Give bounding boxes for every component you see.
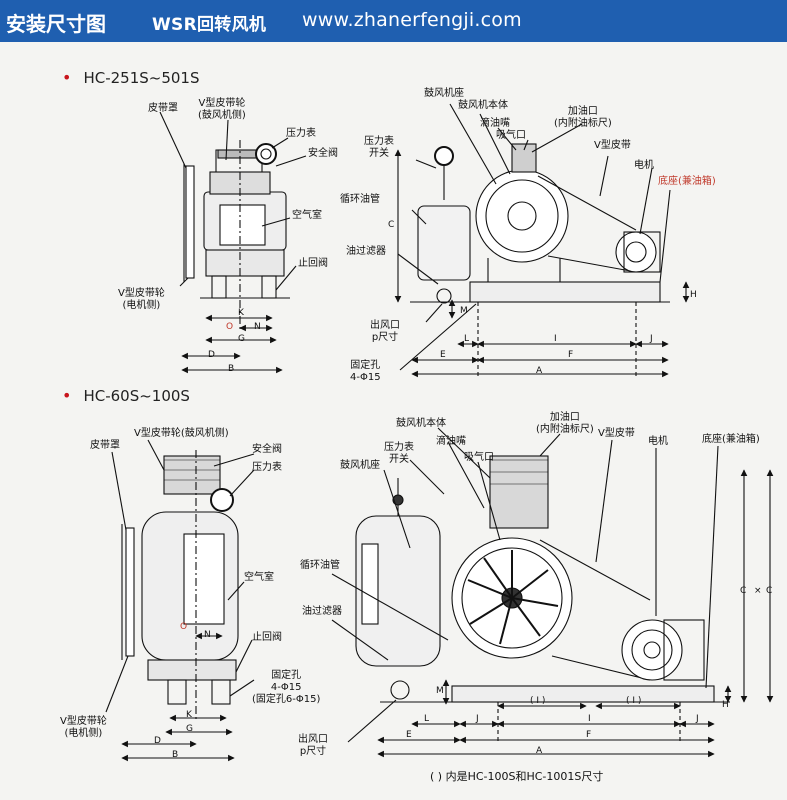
s2-dim-h: H (722, 700, 729, 710)
s1-front-view (394, 103, 690, 378)
s1-oil-drip-label: 滴油嘴 (480, 118, 510, 129)
s1-dim-j: J (650, 334, 653, 344)
s1-v-pulley-blower-label: V型皮带轮 (鼓风机侧) (198, 98, 246, 121)
page-title: 安装尺寸图 (6, 12, 106, 36)
s2-base-tank-label: 底座(兼油箱) (702, 434, 760, 445)
s2-dim-k: K (186, 710, 192, 720)
s1-dim-i: I (554, 334, 557, 344)
website-link[interactable]: www.zhanerfengji.com (302, 9, 522, 31)
s2-fix-holes-label: 固定孔 4-Φ15 (固定孔6-Φ15) (252, 670, 321, 705)
s1-dim-h: H (690, 290, 697, 300)
section1-title: • HC-251S~501S (62, 68, 199, 87)
s2-pressure-gauge-label: 压力表 (252, 462, 282, 473)
s1-air-chamber-label: 空气室 (292, 210, 322, 221)
s2-dim-g: G (186, 724, 193, 734)
s1-dim-f: F (568, 350, 574, 360)
s2-motor-label: 电机 (648, 436, 668, 447)
s1-belt-cover-label: 皮带罩 (148, 103, 178, 114)
s2-safety-valve-label: 安全阀 (252, 444, 282, 455)
bullet-icon: • (62, 68, 72, 87)
s1-check-valve-label: 止回阀 (298, 258, 328, 269)
s1-base-tank-label: 底座(兼油箱) (658, 176, 716, 187)
section2-title-text: HC-60S~100S (83, 387, 190, 405)
s1-safety-valve-label: 安全阀 (308, 148, 338, 159)
s2-blower-body-label: 鼓风机本体 (396, 418, 446, 429)
s2-check-valve-label: 止回阀 (252, 632, 282, 643)
s1-dim-m: M (460, 306, 468, 316)
s2-blower-base-label: 鼓风机座 (340, 460, 380, 471)
s1-dim-e: E (440, 350, 446, 360)
s1-side-view (159, 111, 307, 374)
s2-dim-d: D (154, 736, 161, 746)
s2-dim-n: N (204, 630, 211, 640)
brand-name: WSR回转风机 (152, 15, 267, 35)
s1-motor-label: 电机 (634, 160, 654, 171)
s2-dim-e: E (406, 730, 412, 740)
s2-v-belt-label: V型皮带 (598, 428, 635, 439)
s2-dim-i2: ( I ) (626, 696, 642, 706)
bullet-icon: • (62, 386, 72, 405)
s1-pressure-gauge-label: 压力表 (286, 128, 316, 139)
s2-dim-x: × (754, 586, 762, 596)
s2-front-view (331, 427, 774, 758)
s1-dim-k: K (238, 308, 244, 318)
s2-dim-a: A (536, 746, 543, 756)
s2-dim-o: O (180, 622, 188, 632)
s1-dim-c: C (388, 220, 395, 230)
s2-dim-b: B (172, 750, 179, 760)
footnote: ( ) 内是HC-100S和HC-1001S尺寸 (430, 770, 604, 783)
s1-dim-g: G (238, 334, 245, 344)
s2-dim-l: L (424, 714, 430, 724)
s1-blower-base-label: 鼓风机座 (424, 88, 464, 99)
s1-dim-d: D (208, 350, 215, 360)
s2-belt-cover-label: 皮带罩 (90, 440, 120, 451)
s2-oil-drip-label: 滴油嘴 (436, 436, 466, 447)
s2-outlet-label: 出风口 p尺寸 (298, 734, 328, 757)
s2-dim-j2: J (696, 714, 699, 724)
s2-oil-port-label: 加油口 (内附油标尺) (536, 412, 594, 435)
s2-dim-c: C (740, 586, 747, 596)
s2-air-chamber-label: 空气室 (244, 572, 274, 583)
s1-intake-label: 吸气口 (496, 130, 526, 141)
section1-title-text: HC-251S~501S (83, 69, 200, 87)
s2-dim-i1: ( I ) (530, 696, 546, 706)
s1-v-pulley-motor-label: V型皮带轮 (电机侧) (118, 288, 165, 311)
s2-side-view (105, 439, 255, 762)
s2-intake-label: 吸气口 (464, 452, 494, 463)
s2-dim-m: M (436, 686, 444, 696)
s2-gauge-switch-label: 压力表 开关 (384, 442, 414, 465)
s1-oil-filter-label: 油过滤器 (346, 246, 386, 257)
s1-gauge-switch-label: 压力表 开关 (364, 136, 394, 159)
s2-dim-c2: C (766, 586, 773, 596)
s1-oil-port-label: 加油口 (内附油标尺) (554, 106, 612, 129)
header-banner: 安装尺寸图 WSR回转风机 www.zhanerfengji.com (0, 0, 787, 42)
s2-dim-i: I (588, 714, 591, 724)
s1-circ-pipe-label: 循环油管 (340, 194, 380, 205)
section2-title: • HC-60S~100S (62, 386, 190, 405)
s1-dim-n: N (254, 322, 261, 332)
s2-circ-pipe-label: 循环油管 (300, 560, 340, 571)
s2-v-pulley-blower-label: V型皮带轮(鼓风机侧) (134, 428, 229, 439)
s2-dim-j: J (476, 714, 479, 724)
s1-outlet-label: 出风口 p尺寸 (370, 320, 400, 343)
s1-dim-a: A (536, 366, 543, 376)
s1-dim-l: L (464, 334, 470, 344)
s1-blower-body-label: 鼓风机本体 (458, 100, 508, 111)
s1-v-belt-label: V型皮带 (594, 140, 631, 151)
s2-v-pulley-motor-label: V型皮带轮 (电机侧) (60, 716, 107, 739)
s2-dim-f: F (586, 730, 592, 740)
s1-dim-b: B (228, 364, 235, 374)
s2-oil-filter-label: 油过滤器 (302, 606, 342, 617)
s1-dim-o: O (226, 322, 234, 332)
s1-fix-holes-label: 固定孔 4-Φ15 (350, 360, 381, 383)
